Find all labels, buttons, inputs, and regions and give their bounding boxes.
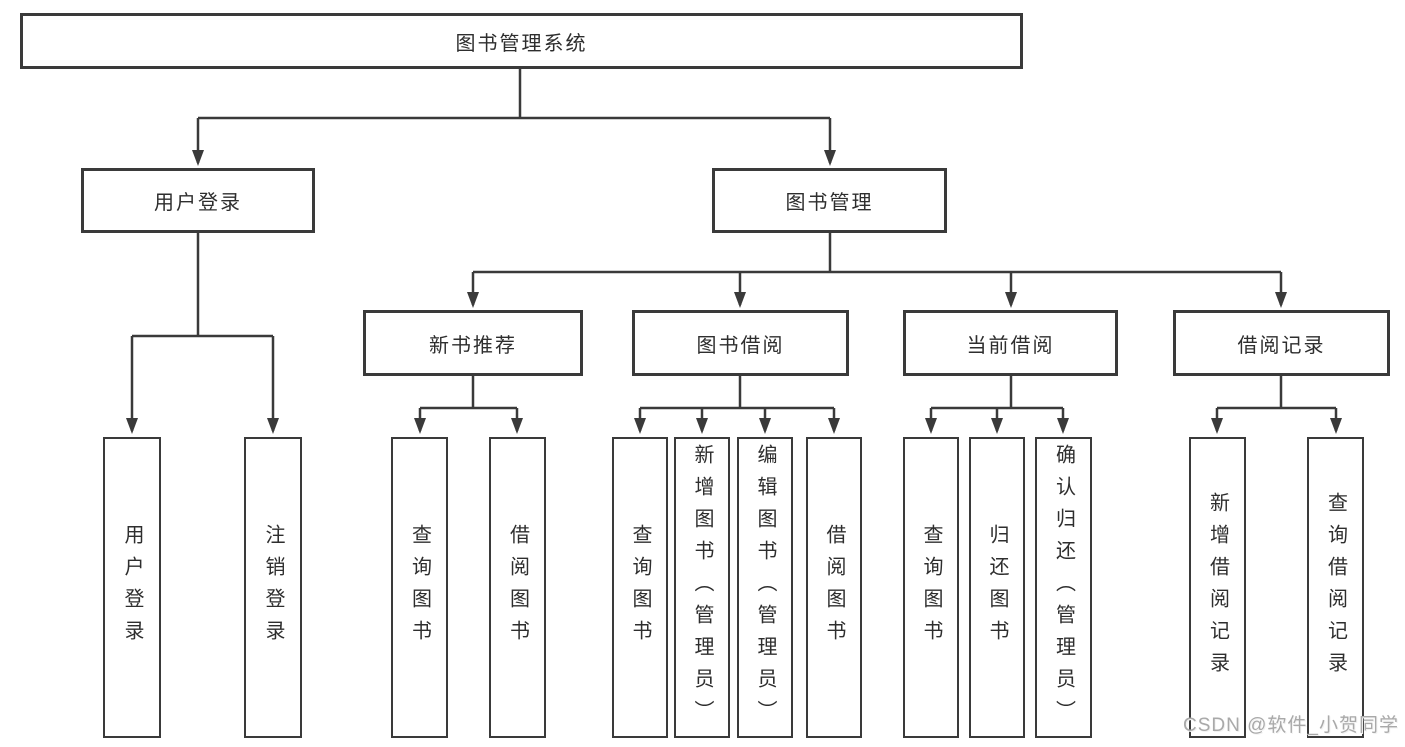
- node-borrow-records: 借阅记录: [1173, 310, 1390, 376]
- node-user-login: 用户登录: [81, 168, 315, 233]
- leaf-query-borrow-record: 查询借阅记录: [1307, 437, 1364, 738]
- leaf-label: 查询图书: [629, 523, 651, 652]
- leaf-edit-books-admin: 编辑图书（管理员）: [737, 437, 793, 738]
- leaf-label: 借阅图书: [823, 523, 845, 652]
- node-new-book-recommend: 新书推荐: [363, 310, 583, 376]
- node-book-management: 图书管理: [712, 168, 947, 233]
- leaf-label: 新增图书（管理员）: [691, 443, 713, 732]
- leaf-label: 新增借阅记录: [1206, 491, 1229, 684]
- node-current-borrow: 当前借阅: [903, 310, 1118, 376]
- leaf-label: 用户登录: [121, 523, 143, 652]
- leaf-label: 编辑图书（管理员）: [754, 443, 776, 732]
- leaf-add-books-admin: 新增图书（管理员）: [674, 437, 730, 738]
- leaf-borrow-books-recommend: 借阅图书: [489, 437, 546, 738]
- leaf-label: 查询图书: [920, 523, 942, 652]
- leaf-label: 查询图书: [408, 523, 431, 652]
- leaf-label: 归还图书: [986, 523, 1008, 652]
- leaf-borrow-books: 借阅图书: [806, 437, 862, 738]
- leaf-return-books: 归还图书: [969, 437, 1025, 738]
- node-book-borrow: 图书借阅: [632, 310, 849, 376]
- leaf-label: 确认归还（管理员）: [1052, 443, 1075, 732]
- leaf-add-borrow-record: 新增借阅记录: [1189, 437, 1246, 738]
- leaf-label: 查询借阅记录: [1324, 491, 1347, 684]
- csdn-watermark: CSDN @软件_小贺同学: [1183, 715, 1399, 736]
- leaf-query-books-current: 查询图书: [903, 437, 959, 738]
- node-root-system: 图书管理系统: [20, 13, 1023, 69]
- leaf-user-login: 用户登录: [103, 437, 161, 738]
- leaf-query-books-borrow: 查询图书: [612, 437, 668, 738]
- leaf-confirm-return-admin: 确认归还（管理员）: [1035, 437, 1092, 738]
- leaf-label: 借阅图书: [506, 523, 529, 652]
- leaf-logout: 注销登录: [244, 437, 302, 738]
- leaf-query-books-recommend: 查询图书: [391, 437, 448, 738]
- leaf-label: 注销登录: [262, 523, 284, 652]
